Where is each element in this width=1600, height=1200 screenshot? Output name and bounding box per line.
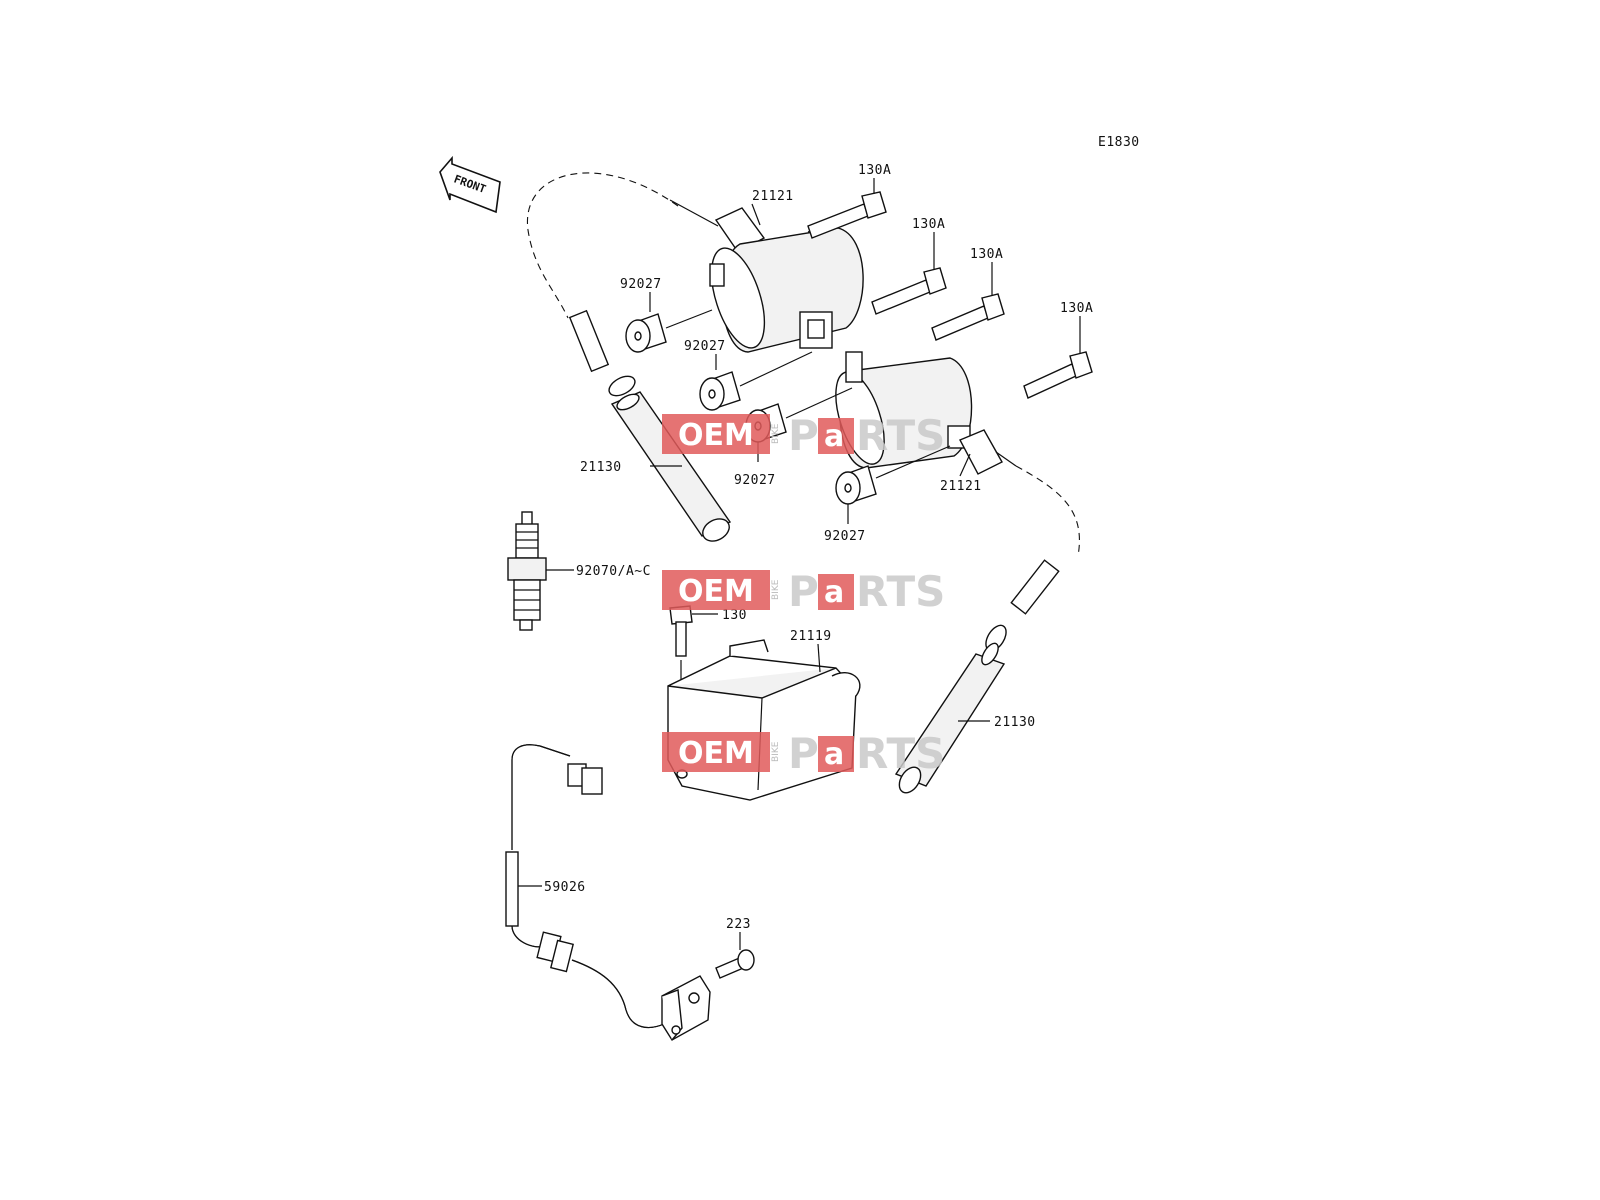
- front-arrow-icon: FRONT: [439, 155, 501, 214]
- label-92027-1: 92027: [620, 277, 662, 292]
- label-130a-3: 130A: [970, 247, 1003, 262]
- svg-text:BIKE: BIKE: [771, 579, 781, 600]
- ignition-coil-right[interactable]: [826, 351, 1080, 615]
- bolt-130a-3[interactable]: [931, 262, 1005, 341]
- ignition-coil-left[interactable]: [526, 172, 864, 373]
- spark-plug[interactable]: [507, 511, 574, 631]
- label-130a-2: 130A: [912, 217, 945, 232]
- washer-92027-4[interactable]: [835, 445, 951, 524]
- label-130: 130: [722, 608, 747, 623]
- svg-text:RTS: RTS: [856, 729, 945, 778]
- label-21130-lower: 21130: [994, 715, 1036, 730]
- plug-cap-upper[interactable]: [606, 372, 733, 545]
- svg-text:a: a: [824, 575, 844, 610]
- svg-text:a: a: [824, 737, 844, 772]
- washer-92027-2[interactable]: [699, 351, 813, 411]
- watermark-1: OEM BIKE P a RTS: [662, 411, 945, 460]
- svg-text:BIKE: BIKE: [771, 423, 781, 444]
- svg-text:P: P: [788, 411, 819, 460]
- label-59026: 59026: [544, 880, 586, 895]
- svg-text:BIKE: BIKE: [771, 741, 781, 762]
- svg-text:P: P: [788, 567, 819, 616]
- svg-text:OEM: OEM: [678, 736, 754, 771]
- bolt-130a-4[interactable]: [1023, 316, 1093, 399]
- label-21121-left: 21121: [752, 189, 794, 204]
- svg-text:OEM: OEM: [678, 574, 754, 609]
- label-130a-1: 130A: [858, 163, 891, 178]
- diagram-code: E1830: [1098, 135, 1140, 150]
- igniter-unit[interactable]: [667, 639, 861, 801]
- watermark-3: OEM BIKE P a RTS: [662, 729, 945, 778]
- svg-text:P: P: [788, 729, 819, 778]
- watermark-2: OEM BIKE P a RTS: [662, 567, 945, 616]
- label-21121-right: 21121: [940, 479, 982, 494]
- bolt-130a-2[interactable]: [871, 232, 947, 315]
- washer-92027-1[interactable]: [625, 292, 713, 353]
- label-223: 223: [726, 917, 751, 932]
- screw-223[interactable]: [715, 932, 755, 979]
- svg-text:RTS: RTS: [856, 567, 945, 616]
- label-92027-2: 92027: [684, 339, 726, 354]
- label-92027-4: 92027: [824, 529, 866, 544]
- svg-text:RTS: RTS: [856, 411, 945, 460]
- label-92027-3: 92027: [734, 473, 776, 488]
- svg-text:OEM: OEM: [678, 418, 754, 453]
- pickup-coil[interactable]: [505, 744, 711, 1041]
- label-92070: 92070/A~C: [576, 564, 651, 579]
- svg-text:a: a: [824, 419, 844, 454]
- plug-cap-lower[interactable]: [894, 622, 1010, 797]
- label-21119: 21119: [790, 629, 832, 644]
- bolt-130a-1[interactable]: [807, 178, 887, 239]
- label-21130-upper: 21130: [580, 460, 622, 475]
- label-130a-4: 130A: [1060, 301, 1093, 316]
